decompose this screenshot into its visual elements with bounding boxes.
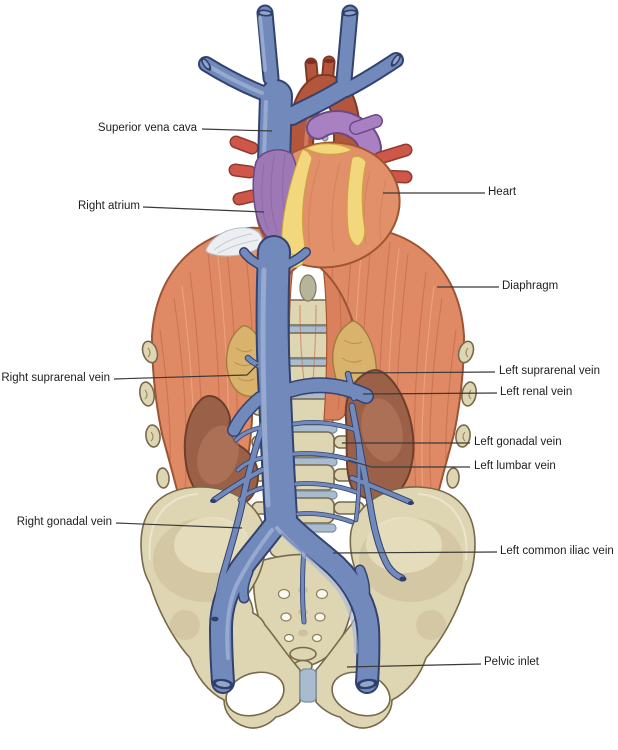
leader-left-renal-vein xyxy=(362,392,498,395)
label-heart: Heart xyxy=(488,186,517,198)
pubic-symphysis xyxy=(299,668,317,703)
label-pelvic-inlet: Pelvic inlet xyxy=(484,656,539,668)
label-right-atrium: Right atrium xyxy=(78,200,140,212)
leader-left-common-iliac-vein xyxy=(332,551,498,554)
leader-left-lumbar-vein xyxy=(347,459,470,468)
label-right-suprarenal-vein: Right suprarenal vein xyxy=(1,372,110,384)
esophagus xyxy=(299,274,317,302)
label-diaphragm: Diaphragm xyxy=(502,280,559,292)
leader-right-gonadal-vein xyxy=(115,522,243,529)
label-superior-vena-cava: Superior vena cava xyxy=(97,122,197,134)
label-left-renal-vein: Left renal vein xyxy=(500,386,573,398)
leader-left-suprarenal-vein xyxy=(349,371,496,374)
leader-right-atrium xyxy=(142,206,265,213)
superior-vena-cava-vessel xyxy=(198,4,404,179)
label-left-lumbar-vein: Left lumbar vein xyxy=(474,460,556,472)
label-left-common-iliac-vein: Left common iliac vein xyxy=(500,545,614,557)
label-right-gonadal-vein: Right gonadal vein xyxy=(16,516,112,528)
leader-lines xyxy=(113,128,499,668)
label-left-suprarenal-vein: Left suprarenal vein xyxy=(499,365,601,377)
leader-right-suprarenal-vein xyxy=(113,363,259,380)
leader-superior-vena-cava xyxy=(201,128,273,132)
label-left-gonadal-vein: Left gonadal vein xyxy=(474,436,562,448)
vena-cava-and-tributaries xyxy=(209,235,414,694)
leader-pelvic-inlet xyxy=(346,663,482,668)
coccyx xyxy=(289,646,317,682)
pulmonary-vein-stumps xyxy=(228,135,413,206)
